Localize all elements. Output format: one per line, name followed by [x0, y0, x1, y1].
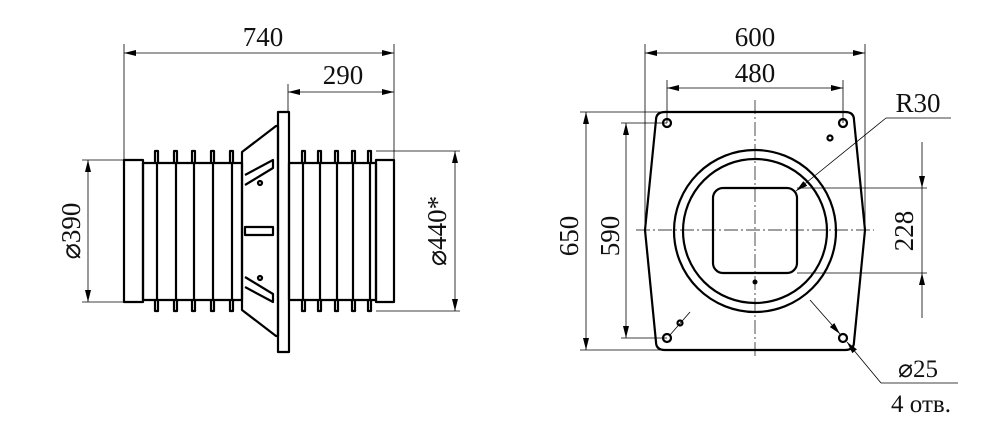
dimension-label: 290 [323, 60, 364, 90]
flange [276, 110, 291, 354]
dimension-label: ⌀390 [56, 203, 86, 260]
dimension-600: 600 [644, 22, 866, 230]
dimension-label: ⌀25 [898, 356, 938, 383]
dimension-650: 650 [554, 111, 665, 351]
outer-ring [672, 148, 838, 314]
dimension-480: 480 [666, 58, 844, 123]
dimension-590: 590 [595, 122, 667, 339]
hole-callout: ⌀25 4 отв. [809, 299, 958, 418]
dimension-d440: ⌀440* [376, 150, 460, 312]
dimension-label: 650 [554, 216, 584, 257]
dimension-label: 228 [889, 211, 919, 252]
inner-ring [681, 157, 829, 305]
mounting-plate [643, 110, 867, 352]
insulator-body [122, 110, 396, 354]
radius-callout: R30 [795, 88, 951, 192]
square-window [711, 186, 799, 275]
dimension-label: 480 [735, 58, 776, 88]
right-fins [300, 149, 373, 313]
left-fins [153, 149, 235, 313]
dimension-290: 290 [287, 60, 394, 112]
dimension-label: 600 [735, 22, 776, 52]
dimension-label: 740 [243, 22, 284, 52]
side-view: 740 290 ⌀390 ⌀440* [56, 22, 460, 354]
dimension-d390: ⌀390 [56, 159, 124, 303]
dimension-228: 228 [797, 142, 927, 318]
front-view: 600 480 650 590 228 [554, 22, 958, 418]
dimension-label: 590 [595, 216, 625, 257]
dimension-label: R30 [895, 88, 940, 118]
dimension-label: ⌀440* [422, 196, 452, 266]
dimension-label: 4 отв. [891, 391, 951, 418]
dimension-740: 740 [123, 22, 395, 160]
